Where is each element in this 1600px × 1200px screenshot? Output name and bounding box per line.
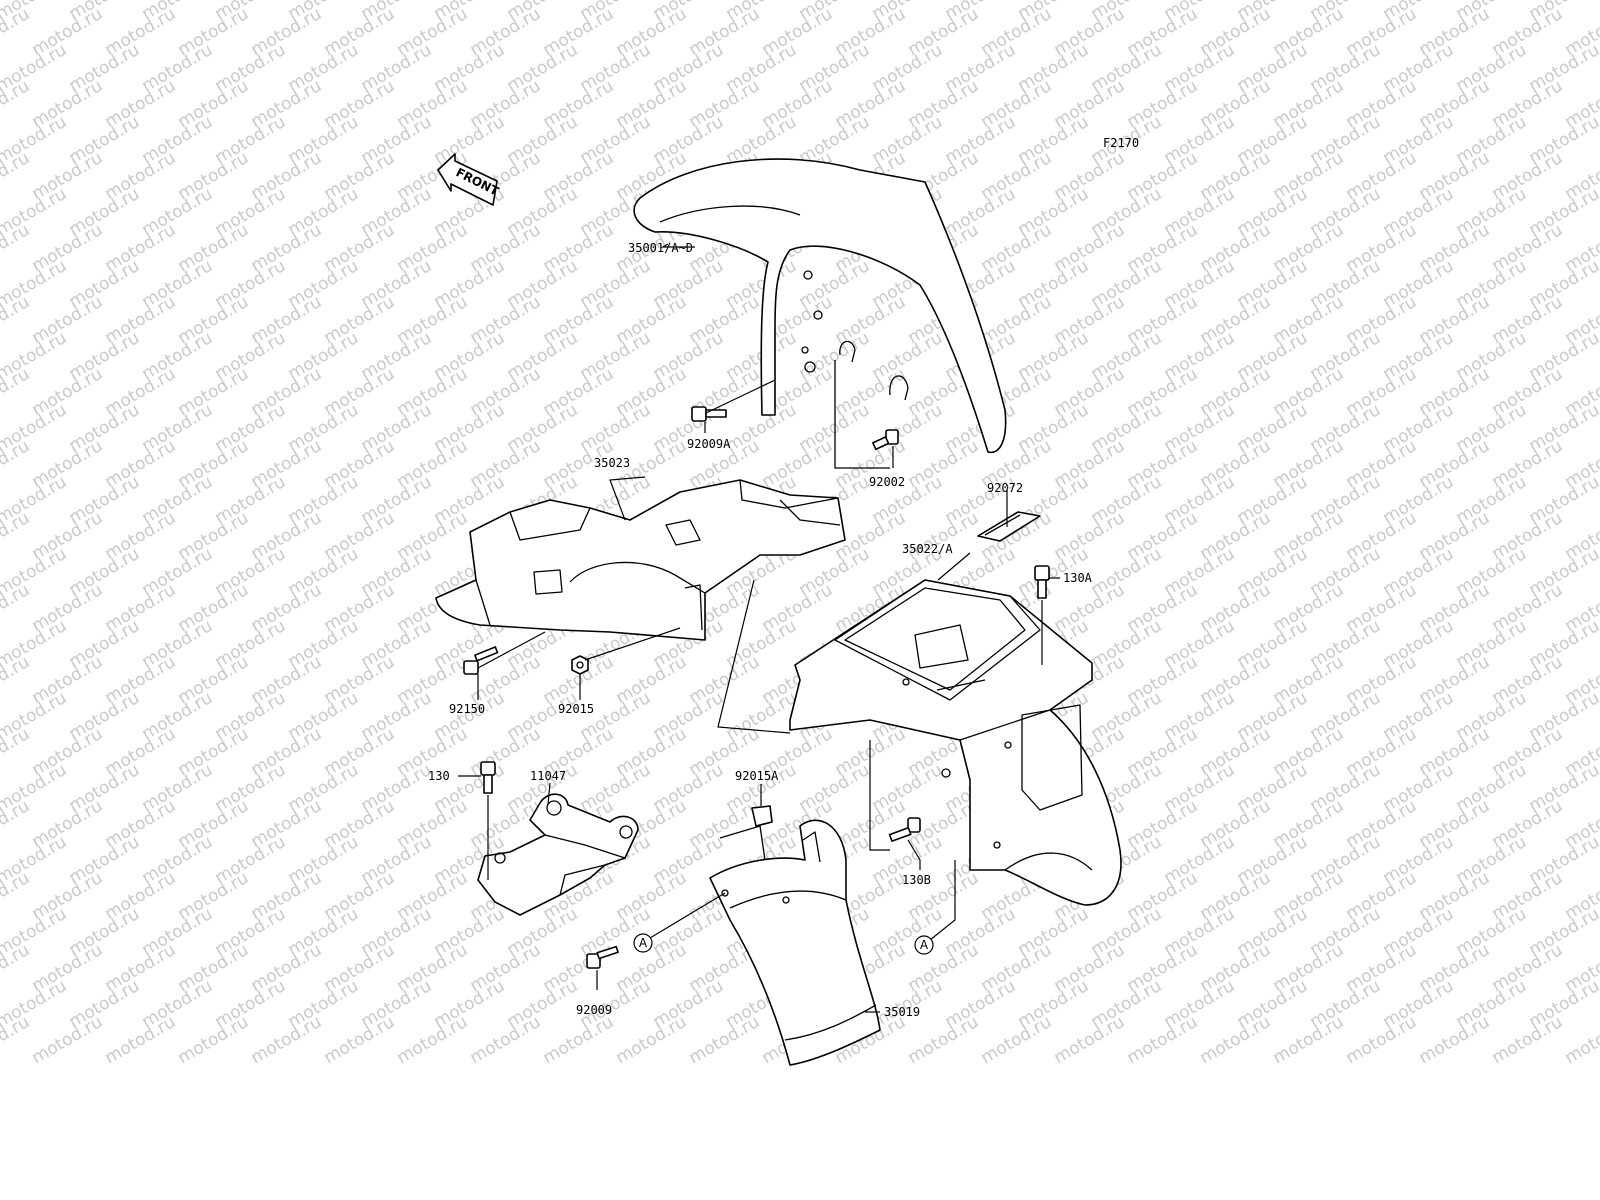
mud-flap-35019 bbox=[709, 819, 881, 1066]
part-label-92150: 92150 bbox=[449, 702, 485, 716]
part-label-92009: 92009 bbox=[576, 1003, 612, 1017]
part-label-130: 130 bbox=[428, 769, 450, 783]
bolt-130b-icon bbox=[888, 817, 921, 842]
bolt-92009-icon bbox=[586, 945, 619, 969]
nut-92015a-icon bbox=[751, 805, 773, 827]
nut-92015-icon bbox=[571, 655, 589, 675]
reference-marker-a-left: A bbox=[633, 933, 653, 953]
rear-fender-assembly bbox=[789, 579, 1122, 906]
leader-lines bbox=[458, 243, 1060, 1013]
part-label-92015: 92015 bbox=[558, 702, 594, 716]
svg-text:A: A bbox=[920, 938, 929, 952]
part-label-35022: 35022/A bbox=[902, 542, 953, 556]
bolt-92002-icon bbox=[872, 429, 899, 451]
inner-fender-tray bbox=[435, 479, 846, 641]
part-label-130b: 130B bbox=[902, 873, 931, 887]
part-label-35019: 35019 bbox=[884, 1005, 920, 1019]
part-label-35023: 35023 bbox=[594, 456, 630, 470]
part-label-92009a: 92009A bbox=[687, 437, 731, 451]
svg-text:A: A bbox=[639, 936, 648, 950]
bolt-130a-icon bbox=[1034, 565, 1050, 599]
part-label-35001: 35001/A~D bbox=[628, 241, 693, 255]
part-label-92072: 92072 bbox=[987, 481, 1023, 495]
part-label-11047: 11047 bbox=[530, 769, 566, 783]
reference-marker-a-right: A bbox=[914, 935, 934, 955]
part-label-92015a: 92015A bbox=[735, 769, 779, 783]
part-label-92002: 92002 bbox=[869, 475, 905, 489]
bolt-92009a-icon bbox=[691, 406, 727, 422]
figure-code: F2170 bbox=[1103, 136, 1139, 150]
part-label-130a: 130A bbox=[1063, 571, 1093, 585]
front-arrow-icon: FRONT bbox=[437, 153, 502, 206]
front-fender bbox=[633, 158, 1007, 469]
bracket-11047 bbox=[477, 793, 639, 916]
rubber-band-92072 bbox=[977, 511, 1041, 542]
bolt-130-icon bbox=[480, 761, 496, 794]
part-labels: 35001/A~D 92009A 92002 35023 92072 35022… bbox=[428, 241, 1093, 1019]
